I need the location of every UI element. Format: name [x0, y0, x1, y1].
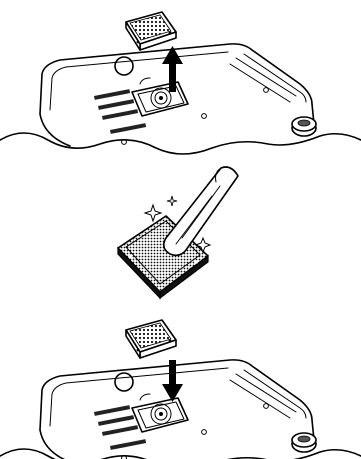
filter-inserted-bottom: [126, 320, 176, 358]
step-attach-filter-panel: [0, 320, 361, 459]
step-clean-filter-panel: [118, 167, 238, 298]
step-remove-filter-panel: [0, 12, 361, 154]
projector-body-bottom: [0, 360, 361, 459]
filter-removed-top: [126, 12, 176, 50]
